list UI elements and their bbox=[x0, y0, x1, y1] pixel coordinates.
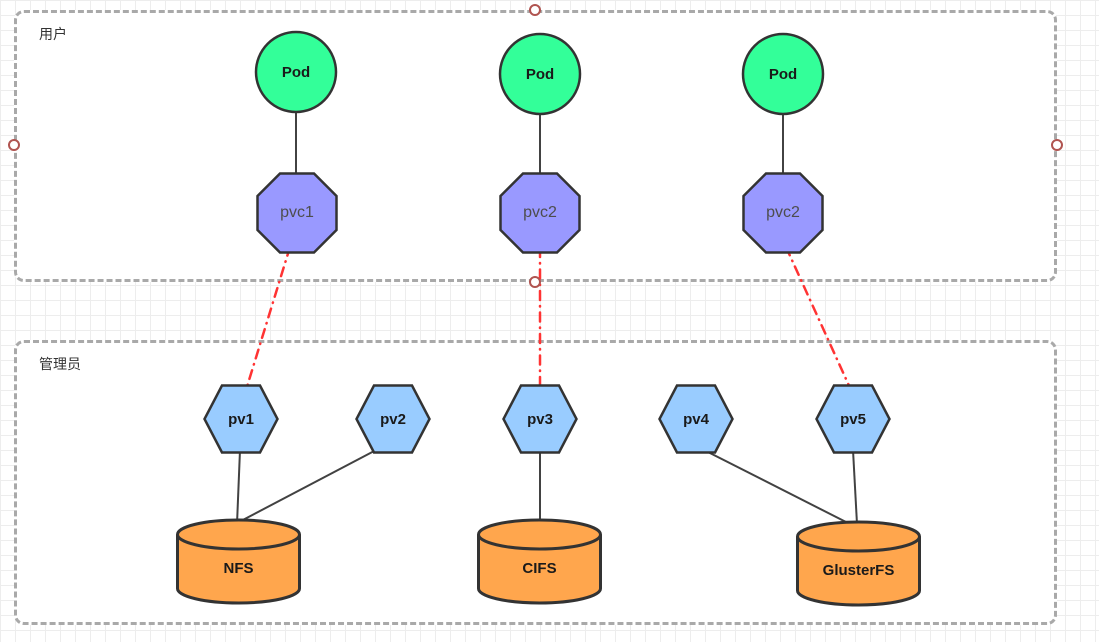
connection-point-bottom-icon[interactable] bbox=[529, 276, 541, 288]
pv-1-label: pv1 bbox=[228, 410, 254, 428]
pvc-2-label: pvc2 bbox=[523, 204, 557, 221]
pv-hexagon-icon bbox=[502, 384, 578, 454]
node-pod-2[interactable]: Pod bbox=[498, 32, 582, 116]
storage-cylinder-icon bbox=[477, 518, 602, 605]
connection-point-left-icon[interactable] bbox=[8, 139, 20, 151]
node-pvc-2[interactable]: pvc2 bbox=[499, 172, 581, 254]
pv-5-label: pv5 bbox=[840, 410, 866, 428]
storage-nfs-label: NFS bbox=[223, 560, 254, 577]
node-pvc-3[interactable]: pvc2 bbox=[742, 172, 824, 254]
node-pod-3[interactable]: Pod bbox=[741, 32, 825, 116]
connection-point-top-icon[interactable] bbox=[529, 4, 541, 16]
pv-hexagon-icon bbox=[355, 384, 431, 454]
node-pvc-1[interactable]: pvc1 bbox=[256, 172, 338, 254]
pv-3-label: pv3 bbox=[527, 410, 553, 428]
pod-1-label: Pod bbox=[281, 63, 311, 81]
storage-cylinder-icon bbox=[176, 518, 301, 605]
node-storage-cifs[interactable]: CIFS bbox=[477, 518, 602, 605]
pvc-octagon-icon bbox=[256, 172, 338, 254]
container-admins-label: 管理员 bbox=[39, 356, 81, 372]
node-storage-glusterfs[interactable]: GlusterFS bbox=[796, 520, 921, 607]
pod-3-label: Pod bbox=[768, 65, 798, 83]
pv-2-label: pv2 bbox=[380, 410, 406, 428]
node-pv-1[interactable]: pv1 bbox=[203, 384, 279, 454]
connection-point-right-icon[interactable] bbox=[1051, 139, 1063, 151]
storage-glusterfs-label: GlusterFS bbox=[822, 562, 895, 579]
node-pv-4[interactable]: pv4 bbox=[658, 384, 734, 454]
node-pv-3[interactable]: pv3 bbox=[502, 384, 578, 454]
storage-cylinder-icon bbox=[796, 520, 921, 607]
node-pv-5[interactable]: pv5 bbox=[815, 384, 891, 454]
node-storage-nfs[interactable]: NFS bbox=[176, 518, 301, 605]
pvc-3-label: pvc2 bbox=[766, 204, 800, 221]
pvc-1-label: pvc1 bbox=[280, 204, 314, 221]
pv-4-label: pv4 bbox=[683, 410, 709, 428]
node-pod-1[interactable]: Pod bbox=[254, 30, 338, 114]
pvc-octagon-icon bbox=[499, 172, 581, 254]
node-pv-2[interactable]: pv2 bbox=[355, 384, 431, 454]
container-users-label: 用户 bbox=[39, 26, 67, 42]
pod-2-label: Pod bbox=[525, 65, 555, 83]
storage-cifs-label: CIFS bbox=[522, 560, 557, 577]
pv-hexagon-icon bbox=[815, 384, 891, 454]
